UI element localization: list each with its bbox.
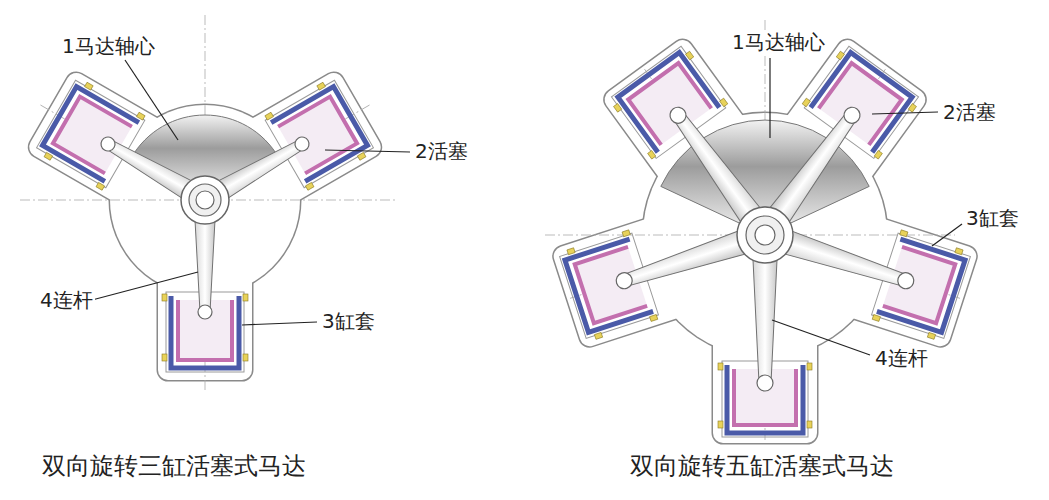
rods [613,102,917,391]
part-label: 3缸套 [320,309,377,333]
leader-line [872,112,938,114]
cylinder [162,200,248,392]
part-label: 1马达轴心 [60,34,157,58]
hub [746,216,784,254]
hub [189,184,221,216]
hub [737,207,793,263]
hub [755,225,775,245]
leader-line [125,60,178,140]
connecting-rod [217,132,313,199]
hub [196,191,214,209]
connecting-rod [753,260,777,391]
part-label: 4连杆 [873,346,930,370]
figure-caption: 双向旋转五缸活塞式马达 [628,452,896,481]
leader-line [325,150,410,152]
rods [97,132,313,319]
cylinders [556,42,975,440]
leader-line [92,272,198,300]
cylinders [17,67,393,392]
connecting-rod [664,102,760,222]
part-label: 3缸套 [964,206,1021,230]
part-label: 2活塞 [413,139,470,163]
leader-line [772,320,870,355]
leader-line [242,322,317,325]
connecting-rod [785,231,917,294]
figure-caption: 双向旋转三缸活塞式马达 [40,452,308,481]
connecting-rod [613,231,745,294]
connecting-rod [195,220,215,319]
part-label: 4连杆 [38,288,95,312]
leader-line [769,58,770,138]
leader-line [932,224,962,246]
connecting-rod [770,102,866,222]
hub [181,176,229,224]
connecting-rod [97,132,193,199]
part-label: 2活塞 [941,100,998,124]
part-label: 1马达轴心 [730,30,827,54]
cylinder [718,235,812,440]
